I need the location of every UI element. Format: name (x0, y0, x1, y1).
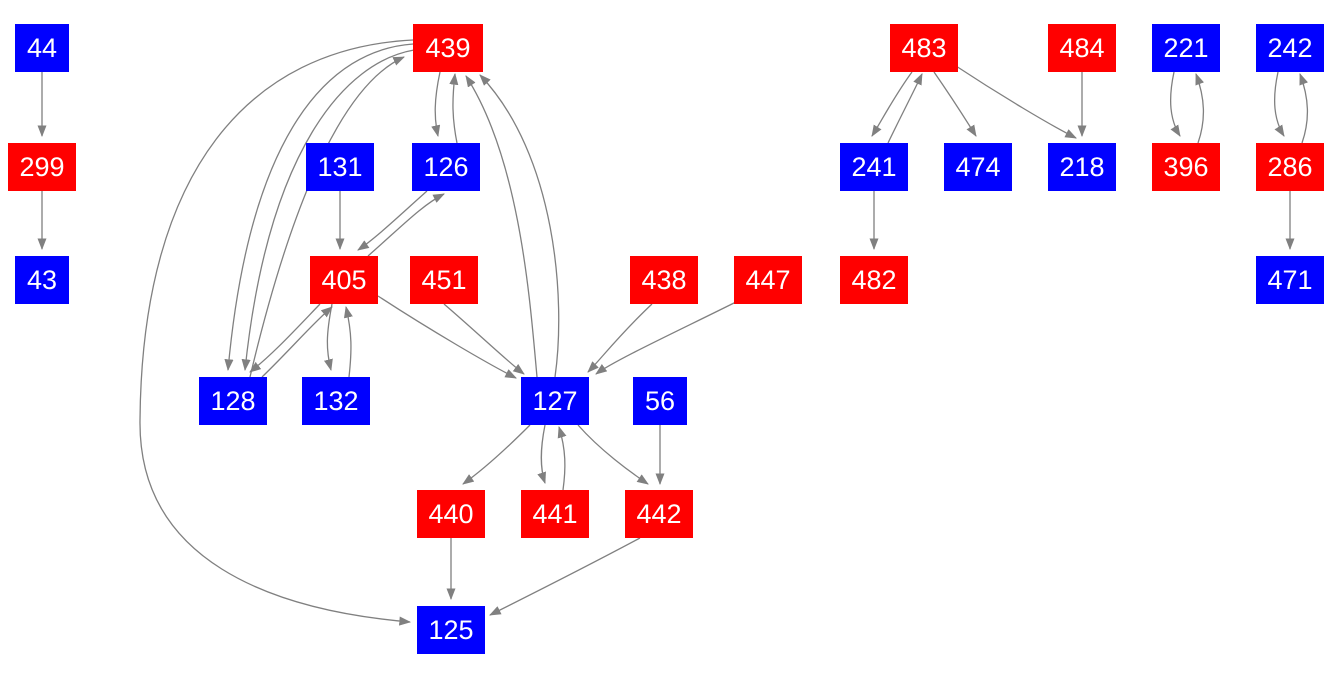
graph-node-299[interactable]: 299 (8, 143, 76, 191)
graph-edge-127-to-442 (577, 424, 649, 485)
graph-node-405[interactable]: 405 (310, 256, 378, 304)
graph-node-label: 440 (428, 498, 474, 529)
graph-node-label: 221 (1163, 32, 1209, 63)
graph-edge-127-to-439 (465, 75, 538, 378)
graph-edge-221-to-396 (1170, 71, 1181, 137)
graph-node-132[interactable]: 132 (302, 377, 370, 425)
graph-edge-441-to-127 (557, 426, 567, 491)
graph-edge-447-to-127 (595, 299, 741, 375)
graph-node-396[interactable]: 396 (1152, 143, 1220, 191)
graph-node-442[interactable]: 442 (625, 490, 693, 538)
graph-node-label: 439 (425, 32, 471, 63)
graph-edge-128-to-405 (261, 306, 333, 378)
graph-node-221[interactable]: 221 (1152, 24, 1220, 72)
graph-node-441[interactable]: 441 (521, 490, 589, 538)
graph-node-447[interactable]: 447 (734, 256, 802, 304)
graph-node-56[interactable]: 56 (633, 377, 687, 425)
graph-edge-286-to-242 (1299, 73, 1309, 144)
graph-node-label: 43 (26, 264, 58, 295)
graph-edge-405-to-126 (367, 193, 445, 257)
graph-node-label: 299 (19, 151, 65, 182)
graph-edge-405-to-132 (324, 303, 333, 372)
graph-node-label: 396 (1163, 151, 1209, 182)
graph-edge-483-to-218 (955, 65, 1077, 139)
graph-node-44[interactable]: 44 (15, 24, 69, 72)
graph-node-218[interactable]: 218 (1048, 143, 1116, 191)
graph-edge-439-to-128 (241, 49, 415, 372)
graph-node-438[interactable]: 438 (630, 256, 698, 304)
graph-node-43[interactable]: 43 (15, 256, 69, 304)
graph-node-label: 451 (421, 264, 467, 295)
graph-node-label: 44 (26, 32, 58, 63)
graph-node-242[interactable]: 242 (1256, 24, 1324, 72)
graph-node-451[interactable]: 451 (410, 256, 478, 304)
graph-node-label: 483 (901, 32, 947, 63)
graph-node-128[interactable]: 128 (199, 377, 267, 425)
graph-node-label: 127 (532, 385, 578, 416)
graph-node-label: 56 (644, 385, 676, 416)
graph-node-label: 441 (532, 498, 578, 529)
graph-edge-127-to-440 (462, 424, 531, 485)
graph-node-471[interactable]: 471 (1256, 256, 1324, 304)
graph-node-131[interactable]: 131 (306, 143, 374, 191)
graph-node-label: 474 (955, 151, 1001, 182)
graph-edge-127-to-441 (537, 424, 546, 484)
graph-node-label: 132 (313, 385, 359, 416)
graph-node-label: 242 (1267, 32, 1313, 63)
graph-node-label: 405 (321, 264, 367, 295)
graph-node-439[interactable]: 439 (413, 24, 483, 72)
graph-node-label: 286 (1267, 151, 1313, 182)
graph-node-241[interactable]: 241 (840, 143, 908, 191)
graph-node-label: 471 (1267, 264, 1313, 295)
graph-node-label: 218 (1059, 151, 1105, 182)
graph-edge-132-to-405 (343, 305, 353, 378)
graph-edge-128-to-439 (249, 56, 405, 378)
graph-node-label: 126 (423, 151, 469, 182)
graph-edge-483-to-241 (871, 71, 913, 137)
graph-edge-405-to-128 (249, 303, 321, 373)
graph-node-label: 447 (745, 264, 791, 295)
graph-node-474[interactable]: 474 (944, 143, 1012, 191)
graph-edge-405-to-127 (377, 295, 517, 379)
graph-edge-126-to-439 (449, 72, 459, 144)
graph-node-label: 482 (851, 264, 897, 295)
graph-node-440[interactable]: 440 (417, 490, 485, 538)
graph-node-label: 125 (428, 614, 474, 645)
graph-edge-439-to-126 (431, 71, 441, 138)
graph-edge-127-to-439 (479, 74, 560, 378)
graph-edge-451-to-127 (443, 303, 525, 375)
graph-node-127[interactable]: 127 (521, 377, 589, 425)
graph-node-286[interactable]: 286 (1256, 143, 1324, 191)
graph-edge-438-to-127 (587, 303, 653, 373)
graph-edge-442-to-125 (489, 537, 641, 616)
graph-edge-396-to-221 (1195, 73, 1205, 144)
graph-edge-242-to-286 (1274, 71, 1285, 137)
graph-node-126[interactable]: 126 (412, 143, 480, 191)
graph-node-125[interactable]: 125 (417, 606, 485, 654)
graph-edge-241-to-483 (887, 73, 923, 144)
graph-node-482[interactable]: 482 (840, 256, 908, 304)
graph-node-484[interactable]: 484 (1048, 24, 1116, 72)
graph-edge-439-to-125 (139, 39, 414, 626)
graph-edge-483-to-474 (933, 71, 977, 137)
graph-node-label: 128 (210, 385, 256, 416)
graph-node-label: 241 (851, 151, 897, 182)
graph-node-483[interactable]: 483 (890, 24, 958, 72)
graph-edge-126-to-405 (357, 190, 428, 251)
graph-node-label: 442 (636, 498, 682, 529)
graph-edge-439-to-128 (224, 43, 414, 372)
graph-node-label: 131 (317, 151, 363, 182)
graph-node-label: 484 (1059, 32, 1105, 63)
graph-node-label: 438 (641, 264, 687, 295)
